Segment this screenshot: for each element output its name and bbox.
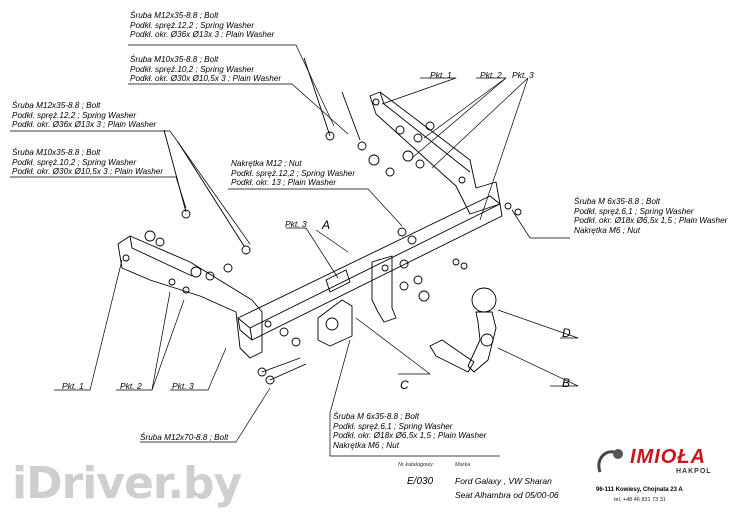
callout-line: Podkł. spręż.12,2 ; Spring Washer (231, 168, 356, 178)
callout-line: Podkł. okr. Ø18x Ø6,5x 1,5 ; Plain Washe… (333, 431, 487, 441)
callout-line: Śruba M 6x35-8.8 ; Bolt (333, 412, 420, 421)
brand-address: 96-111 Kowiesy, Chojnata 23 A (596, 487, 683, 493)
callout-line: Śruba M12x70-8.8 ; Bolt (140, 433, 229, 442)
label-c: C (400, 378, 409, 392)
label-a: A (322, 218, 331, 232)
pkt-1-bottom: Pkt. 1 (62, 381, 84, 391)
left-bracket (117, 235, 263, 359)
callout-line: Podkł. spręż.10,2 ; Spring Washer (130, 64, 255, 74)
callout-line: Nakrętka M6 ; Nut (333, 440, 399, 450)
callout-bolt-m10x35-top: Śruba M10x35-8.8 ; Bolt Podkł. spręż.10,… (130, 55, 281, 84)
tow-ball (429, 287, 497, 373)
callout-bolt-m12x70: Śruba M12x70-8.8 ; Bolt (140, 433, 228, 443)
pkt-3-mid: Pkt. 3 (285, 219, 307, 229)
callout-line: Podkł. okr. Ø30x Ø10,5x 3 ; Plain Washer (12, 167, 164, 177)
callout-bolt-m10x35-left: Śruba M10x35-8.8 ; Bolt Podkł. spręż.10,… (12, 148, 163, 177)
make-label: Marka (455, 462, 471, 468)
right-bracket (369, 91, 501, 215)
callout-bolt-m12x35-left: Śruba M12x35-8.8 ; Bolt Podkł. spręż.12,… (12, 101, 156, 130)
pkt-2-bottom: Pkt. 2 (120, 381, 142, 391)
pkt-2-top: Pkt. 2 (480, 70, 502, 80)
callout-bolt-m12x35-top: Śruba M12x35-8.8 ; Bolt Podkł. spręż.12,… (130, 11, 274, 40)
leader-lines (10, 44, 579, 457)
callout-line: Podkł. okr. Ø36x Ø13x 3 ; Plain Washer (130, 30, 275, 40)
callout-line: Podkł. spręż.6,1 ; Spring Washer (574, 206, 694, 216)
callout-nut-m12: Nakrętka M12 ; Nut Podkł. spręż.12,2 ; S… (231, 159, 355, 188)
callout-line: Śruba M10x35-8.8 ; Bolt (12, 148, 101, 157)
socket-plate (317, 255, 397, 347)
make-line-1: Ford Galaxy , VW Sharan (455, 476, 552, 486)
callout-line: Podkł. spręż.12,2 ; Spring Washer (130, 20, 255, 30)
callout-line: Podkł. okr. 13 ; Plain Washer (231, 178, 337, 188)
callout-line: Śruba M12x35-8.8 ; Bolt (130, 11, 219, 20)
catalog-value: E/030 (407, 476, 434, 487)
label-b: B (562, 376, 571, 390)
callout-line: Podkł. spręż.10,2 ; Spring Washer (12, 157, 137, 167)
callout-line: Śruba M10x35-8.8 ; Bolt (130, 55, 219, 64)
callout-line: Podkł. okr. Ø36x Ø13x 3 ; Plain Washer (12, 120, 157, 130)
brand-phone: tel. +48 46 831 73 31 (614, 497, 666, 503)
watermark: iDriver.by (12, 458, 242, 509)
callout-bolt-m6-right: Śruba M 6x35-8.8 ; Bolt Podkł. spręż.6,1… (574, 197, 727, 235)
label-d: D (562, 326, 571, 340)
callout-line: Podkł. spręż.12,2 ; Spring Washer (12, 110, 137, 120)
pkt-3-bottom: Pkt. 3 (172, 381, 194, 391)
callout-line: Podkł. okr. Ø30x Ø10,5x 3 ; Plain Washer (130, 74, 282, 84)
pkt-1-top: Pkt. 1 (430, 70, 452, 80)
brand-logo: IMIOŁA (630, 446, 706, 468)
catalog-label: Nr katalogowy (398, 462, 433, 468)
callout-line: Nakrętka M6 ; Nut (574, 225, 640, 235)
fasteners (144, 57, 522, 385)
callout-line: Podkł. spręż.6,1 ; Spring Washer (333, 421, 453, 431)
brand-sub: HAKPOL (676, 468, 712, 475)
callout-line: Śruba M12x35-8.8 ; Bolt (12, 101, 101, 110)
pkt-3-top: Pkt. 3 (512, 70, 534, 80)
callout-line: Podkł. okr. Ø18x Ø6,5x 1,5 ; Plain Washe… (574, 216, 728, 226)
callout-line: Nakrętka M12 ; Nut (231, 159, 302, 168)
callout-bolt-m6-bottom: Śruba M 6x35-8.8 ; Bolt Podkł. spręż.6,1… (333, 412, 486, 450)
hakpol-hook-icon (597, 449, 623, 473)
callout-line: Śruba M 6x35-8.8 ; Bolt (574, 197, 661, 206)
make-line-2: Seat Alhambra od 05/00-06 (455, 490, 559, 500)
